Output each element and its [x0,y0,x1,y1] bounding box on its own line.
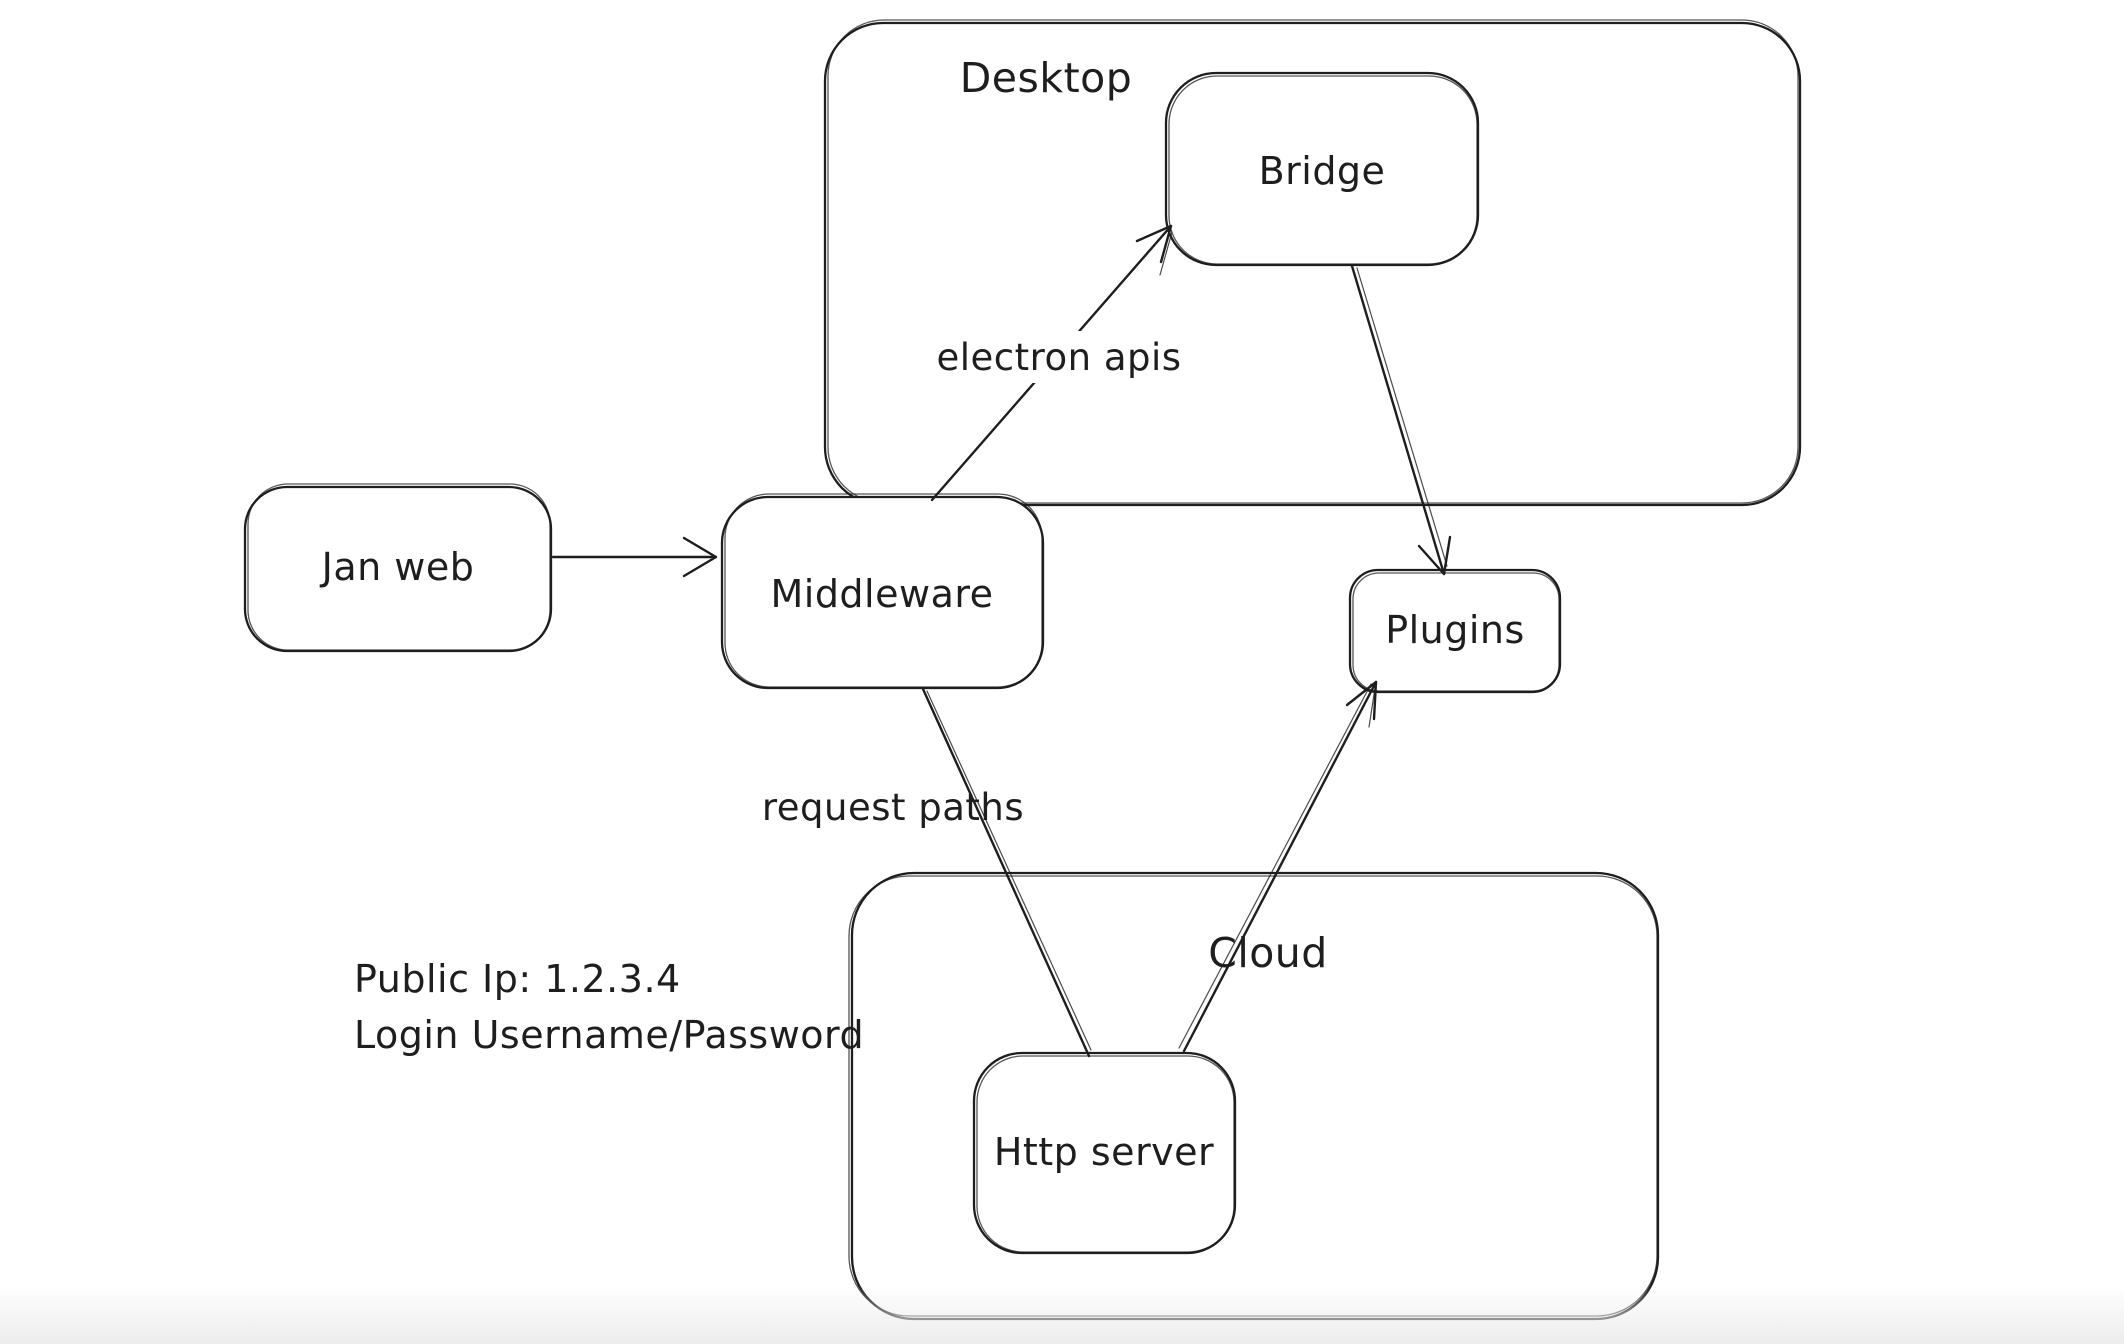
jan-web-box[interactable] [243,483,553,653]
desktop-container-rect-roughstroke [827,19,1799,504]
plugins-box[interactable] [1348,568,1562,694]
http-server-label: Http server [993,1130,1215,1174]
arrow-bridge-to-plugins[interactable] [1350,264,1452,576]
login-credentials-text: Login Username/Password [354,1013,865,1057]
arrow-middleware-to-bridge-head-roughstroke [1159,231,1173,276]
http-server-box[interactable] [972,1051,1237,1255]
bridge-label: Bridge [1258,149,1386,193]
middleware-rect-roughstroke [724,493,1043,688]
http-server-rect-roughstroke [976,1055,1235,1253]
bridge-rect-roughstroke [1168,75,1478,265]
arrow-bridge-to-plugins-shaft-roughstroke [1356,267,1448,567]
line-middleware-to-httpserver-shaft[interactable] [921,687,1091,1058]
arrow-bridge-to-plugins-shaft[interactable] [1350,264,1446,576]
arrow-httpserver-to-plugins-shaft[interactable] [1182,680,1378,1053]
arrow-httpserver-to-plugins[interactable] [1178,680,1378,1053]
electron-apis-edge-label[interactable]: electron apis [922,331,1196,383]
jan-web-label: Jan web [321,545,475,589]
bridge-box[interactable] [1164,71,1480,267]
arrow-bridge-to-plugins-head [1417,535,1452,576]
public-ip-text: Public Ip: 1.2.3.4 [354,957,681,1001]
jan-web-rect-roughstroke [247,483,551,651]
line-middleware-to-httpserver-roughstroke [926,690,1092,1051]
bridge-rect[interactable] [1164,71,1480,267]
arrow-httpserver-to-plugins-head-roughstroke [1368,687,1376,728]
line-middleware-to-httpserver[interactable] [921,687,1092,1058]
plugins-label: Plugins [1385,608,1525,652]
arrow-middleware-to-bridge-head [1135,224,1173,264]
http-server-rect[interactable] [972,1051,1237,1255]
plugins-rect[interactable] [1348,568,1562,694]
arrow-janweb-to-middleware[interactable] [551,536,718,578]
plugins-rect-roughstroke [1352,572,1560,692]
request-paths-edge-label[interactable]: request paths [761,785,1025,829]
cloud-credentials-note[interactable]: Public Ip: 1.2.3.4 Login Username/Passwo… [354,951,864,1063]
middleware-box[interactable] [720,493,1045,690]
page-bottom-fade [0,1286,2124,1344]
cloud-container-label[interactable]: Cloud [1208,929,1328,977]
middleware-label: Middleware [770,572,994,616]
jan-web-rect[interactable] [243,485,553,653]
desktop-container-label[interactable]: Desktop [959,54,1133,102]
arrow-httpserver-to-plugins-head [1345,680,1378,721]
arrow-janweb-to-middleware-head [682,536,718,578]
middleware-rect[interactable] [720,495,1045,690]
arrow-httpserver-to-plugins-shaft-roughstroke [1178,683,1372,1049]
